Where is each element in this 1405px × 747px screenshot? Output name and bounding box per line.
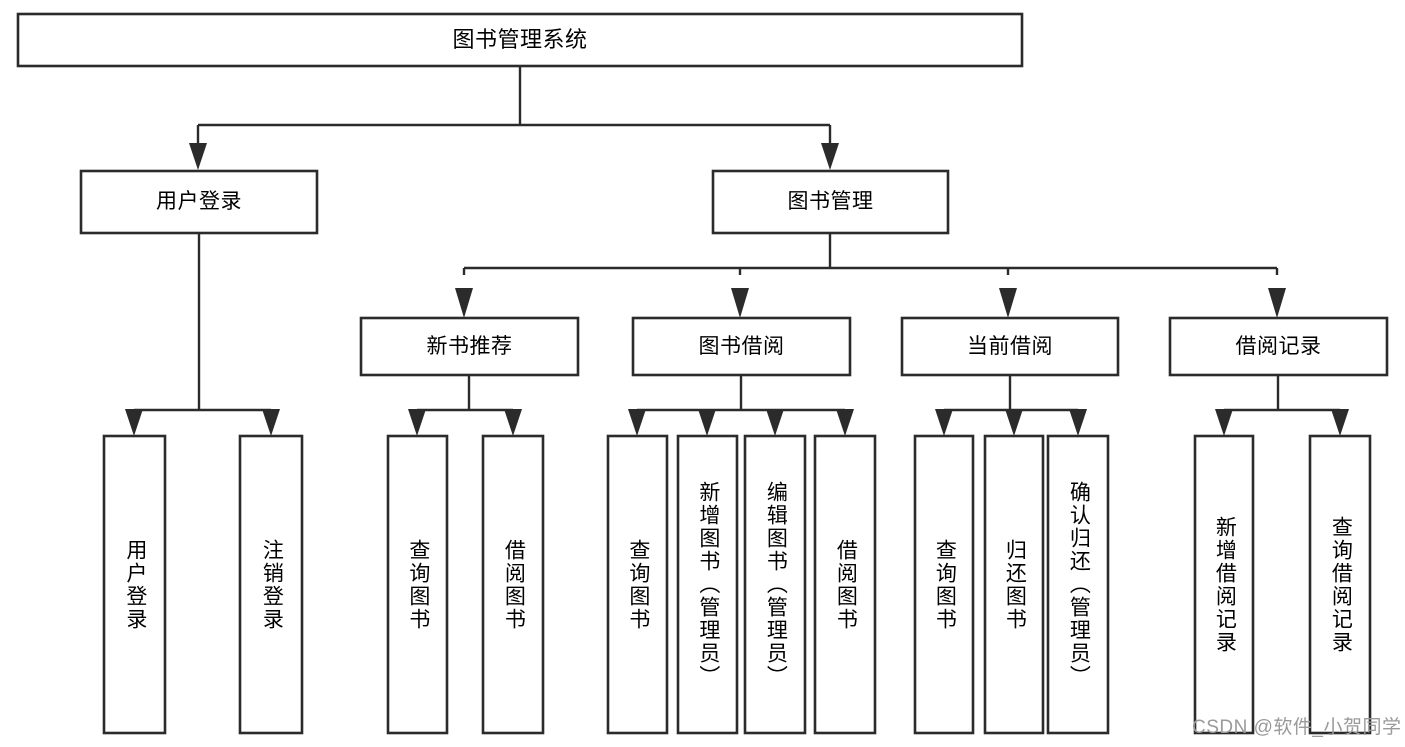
leaf-user-login[interactable] bbox=[102, 434, 167, 735]
leaf-borrow-book-1[interactable] bbox=[481, 434, 545, 735]
leaf-add-book[interactable] bbox=[676, 434, 739, 735]
arrow-head-icon bbox=[821, 143, 839, 170]
edge-borrowrecord-to-leaves bbox=[1215, 375, 1349, 436]
leaf-add-record[interactable] bbox=[1193, 434, 1255, 735]
edge-currentborrow-to-leaves bbox=[935, 375, 1087, 436]
arrow-head-icon bbox=[504, 409, 522, 436]
node-borrow-record[interactable] bbox=[1168, 316, 1389, 377]
arrow-head-icon bbox=[766, 409, 784, 436]
leaf-query-book-2[interactable] bbox=[606, 434, 669, 735]
node-book-manage[interactable] bbox=[711, 169, 950, 235]
leaf-edit-book[interactable] bbox=[743, 434, 807, 735]
arrow-head-icon bbox=[628, 409, 646, 436]
edge-root-to-level1 bbox=[189, 66, 839, 170]
edge-userlogin-to-leaves bbox=[125, 233, 280, 436]
arrow-head-icon bbox=[408, 409, 426, 436]
leaf-query-book-1[interactable] bbox=[386, 434, 449, 735]
arrow-head-icon bbox=[1331, 409, 1349, 436]
arrow-head-icon bbox=[999, 288, 1017, 318]
arrow-head-icon bbox=[125, 409, 143, 436]
arrow-head-icon bbox=[1268, 288, 1286, 318]
arrow-head-icon bbox=[189, 143, 207, 170]
arrow-head-icon bbox=[1005, 409, 1023, 436]
node-current-borrow[interactable] bbox=[900, 316, 1120, 377]
arrow-head-icon bbox=[1069, 409, 1087, 436]
edge-bookmanage-to-level2 bbox=[455, 233, 1286, 318]
arrow-head-icon bbox=[935, 409, 953, 436]
arrow-head-icon bbox=[262, 409, 280, 436]
edge-bookborrow-to-leaves bbox=[628, 375, 854, 436]
leaf-query-book-3[interactable] bbox=[913, 434, 975, 735]
node-book-borrow[interactable] bbox=[631, 316, 852, 377]
arrow-head-icon bbox=[455, 288, 473, 318]
leaf-query-record[interactable] bbox=[1308, 434, 1372, 735]
arrow-head-icon bbox=[698, 409, 716, 436]
node-new-book-recommend[interactable] bbox=[359, 316, 580, 377]
leaf-borrow-book-2[interactable] bbox=[813, 434, 877, 735]
leaf-return-book[interactable] bbox=[983, 434, 1045, 735]
node-user-login[interactable] bbox=[79, 169, 319, 235]
node-root[interactable] bbox=[16, 12, 1024, 68]
arrow-head-icon bbox=[836, 409, 854, 436]
arrow-head-icon bbox=[1215, 409, 1233, 436]
leaf-confirm-return[interactable] bbox=[1046, 434, 1110, 735]
edge-newbook-to-leaves bbox=[408, 375, 522, 436]
leaf-logout[interactable] bbox=[238, 434, 304, 735]
arrow-head-icon bbox=[731, 288, 749, 318]
